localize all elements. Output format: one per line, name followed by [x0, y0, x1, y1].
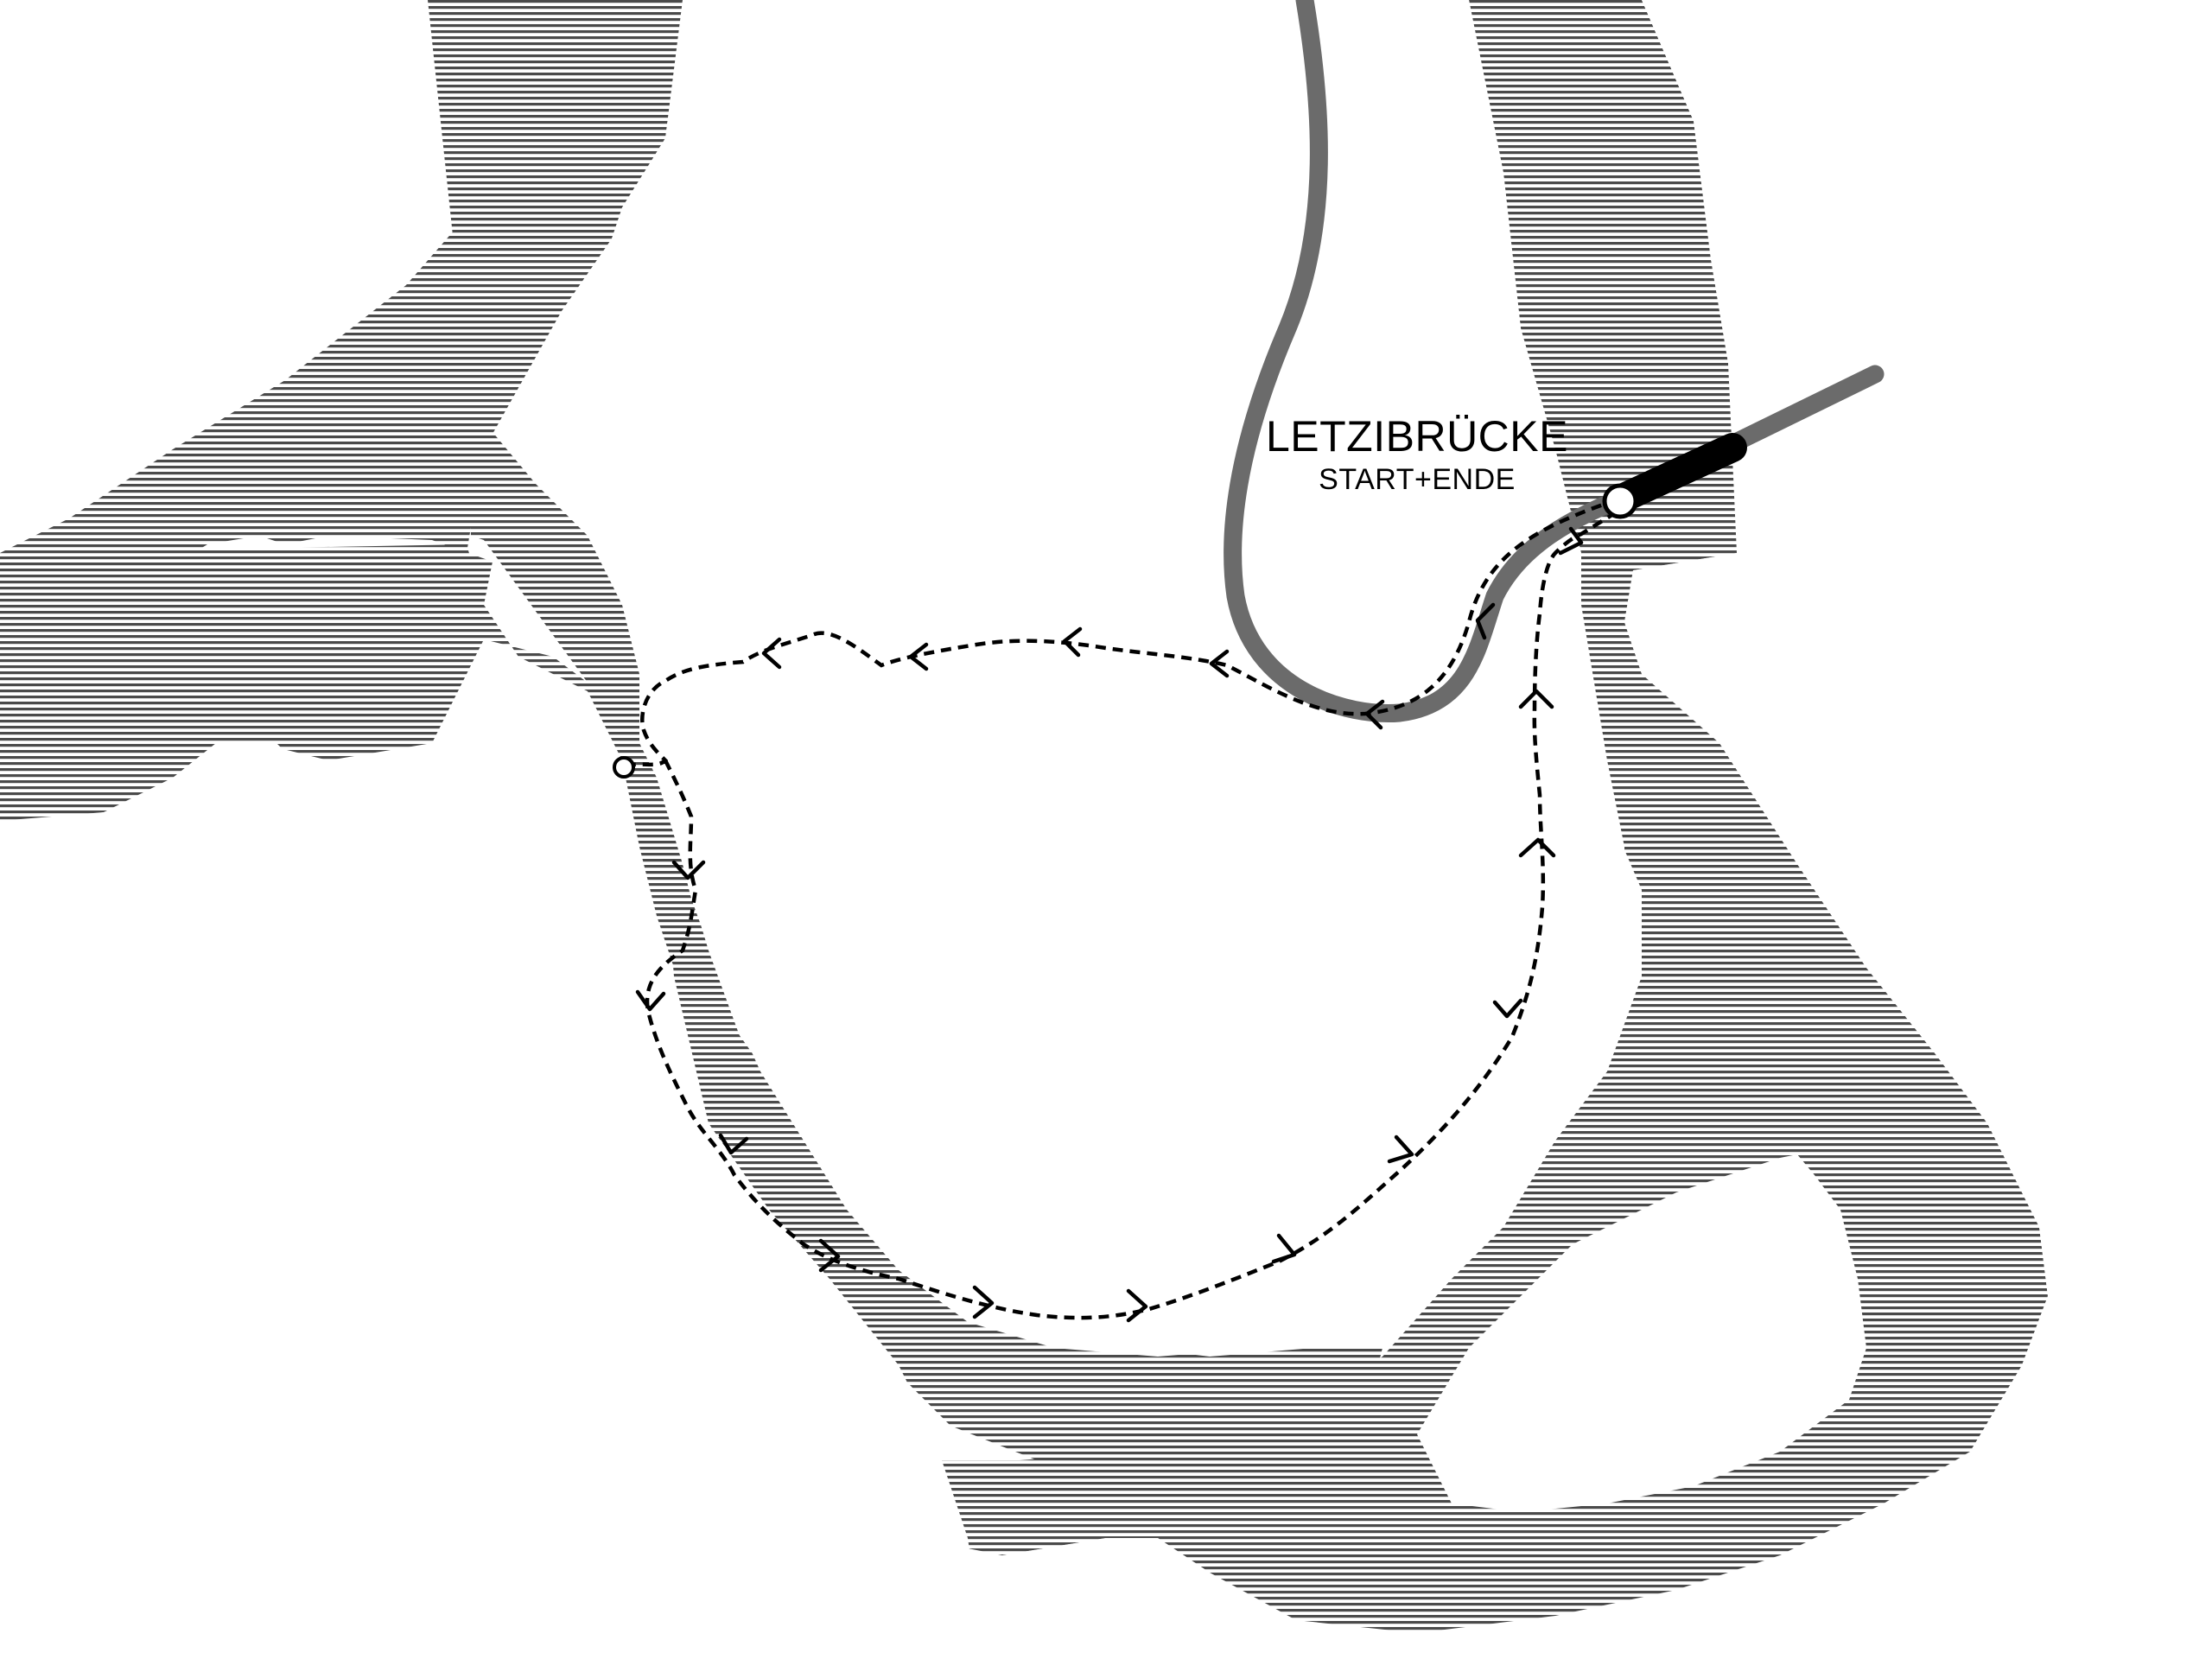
cutout-center	[657, 389, 1624, 1357]
cutout-top-center	[605, 0, 1581, 553]
road-line	[1224, 0, 1885, 723]
chevron-arrow-icon	[1209, 649, 1230, 678]
cutout-right	[1624, 0, 2212, 1469]
terrain-left-arm	[0, 0, 683, 691]
chevron-arrow-icon	[635, 989, 666, 1012]
chevron-arrow-icon	[718, 1133, 749, 1155]
chevron-arrow-icon	[1126, 1288, 1148, 1323]
chevron-arrow-icon	[1271, 1233, 1297, 1264]
chevron-arrow-icon	[1475, 602, 1496, 640]
place-label: LETZIBRÜCKE	[1266, 412, 1568, 461]
chevron-arrow-icon	[972, 1285, 995, 1319]
chevron-arrow-icon	[1062, 626, 1083, 658]
terrain-left-edge	[0, 544, 1374, 1469]
chevron-arrow-icon	[1387, 1135, 1414, 1164]
chevron-arrow-icon	[1518, 689, 1554, 709]
chevron-arrow-icon	[1492, 998, 1523, 1019]
cutout-bottom-strip	[950, 1382, 2212, 1659]
cutout-bottom-right	[1417, 1154, 1866, 1512]
chevron-arrow-icon	[1558, 526, 1584, 556]
place-sub-label: START+ENDE	[1319, 463, 1516, 496]
chevron-arrow-icon	[1364, 699, 1385, 730]
start-end-marker	[1602, 483, 1638, 519]
route-line	[623, 497, 1619, 1320]
turn-point-marker	[613, 756, 635, 779]
chevron-arrow-icon	[818, 1238, 841, 1273]
chevron-arrow-icon	[1518, 837, 1556, 858]
direction-arrows	[635, 526, 1584, 1323]
chevron-arrow-icon	[671, 860, 706, 880]
chevron-arrow-icon	[908, 642, 929, 671]
chevron-arrow-icon	[761, 637, 782, 670]
cutout-bottom-left	[0, 743, 985, 1659]
bridge-segment	[1605, 433, 1747, 514]
